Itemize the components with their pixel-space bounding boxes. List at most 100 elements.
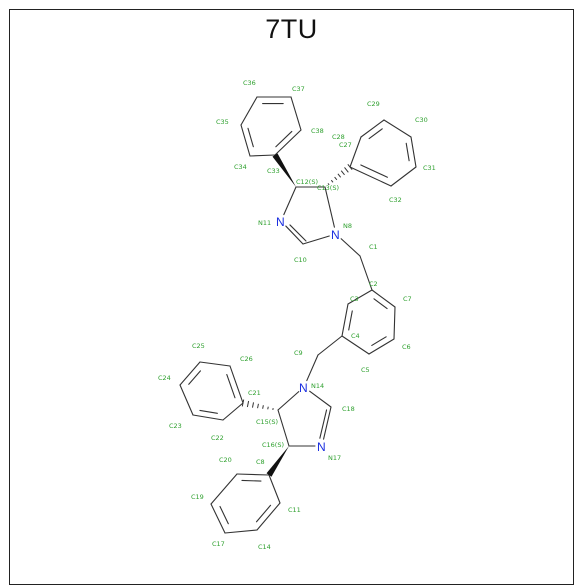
- phenyl-right-bond: [349, 136, 362, 168]
- central-benzene-bond: [393, 306, 396, 340]
- atom-label-c35: C35: [216, 118, 229, 126]
- central-benzene-double-bond: [348, 310, 353, 331]
- central-benzene-bond: [347, 289, 373, 305]
- atom-label-c17: C17: [212, 540, 225, 548]
- atom-label-c11: C11: [288, 506, 301, 514]
- atom-label-c29: C29: [367, 100, 380, 108]
- atom-label-c37: C37: [292, 85, 305, 93]
- linker-bond: [359, 255, 373, 291]
- bonds: [179, 96, 417, 534]
- ring-bond: [309, 390, 332, 408]
- stereo-bonds: [241, 153, 353, 477]
- atom-label-c27: C27: [339, 141, 352, 149]
- central-benzene-bond: [341, 303, 349, 337]
- nitrogen-n8: N: [331, 228, 340, 242]
- atom-label-c36: C36: [243, 79, 256, 87]
- phenyl-bottom-bond: [268, 474, 281, 504]
- phenyl-bottom-bond: [236, 473, 270, 476]
- atom-label-c6: C6: [402, 343, 411, 351]
- phenyl-right-double-bond: [405, 142, 410, 162]
- hashed-bond: [347, 163, 353, 171]
- atom-label-c22: C22: [211, 434, 224, 442]
- phenyl-left-bond: [179, 361, 201, 386]
- ring-bond: [324, 186, 335, 228]
- central-benzene-bond: [371, 289, 396, 308]
- atom-label-c34: C34: [234, 163, 247, 171]
- hashed-bond: [257, 403, 259, 409]
- phenyl-left-bond: [179, 384, 194, 416]
- phenyl-bottom-bond: [210, 473, 238, 505]
- phenyl-left-bond: [229, 365, 244, 404]
- atom-label-c8: C8: [256, 458, 265, 466]
- phenyl-bottom-double-bond: [255, 504, 272, 523]
- central-benzene-bond: [341, 335, 370, 355]
- phenyl-top-bond: [240, 96, 258, 126]
- atom-label-c13: C13(S): [317, 184, 339, 192]
- phenyl-top-bond: [240, 124, 251, 157]
- atom-label-c26: C26: [240, 355, 253, 363]
- phenyl-left-double-bond: [226, 374, 236, 399]
- phenyl-right-bond: [410, 136, 417, 168]
- atom-label-c32: C32: [389, 196, 402, 204]
- phenyl-bottom-double-bond: [241, 479, 262, 482]
- hashed-bond: [344, 167, 349, 173]
- atom-label-c4: C4: [351, 332, 360, 340]
- hashed-bond: [327, 183, 330, 186]
- atom-label-c9: C9: [294, 349, 303, 357]
- atom-label-c20: C20: [219, 456, 232, 464]
- phenyl-right-bond: [360, 119, 385, 138]
- atom-label-c24: C24: [158, 374, 171, 382]
- atom-label-c1: C1: [369, 243, 378, 251]
- atom-label-c18: C18: [342, 405, 355, 413]
- phenyl-bottom-bond: [224, 529, 258, 534]
- phenyl-right-double-bond: [368, 128, 383, 140]
- hashed-bond: [246, 400, 250, 408]
- phenyl-right-bond: [383, 119, 412, 138]
- phenyl-right-bond: [349, 166, 392, 187]
- phenyl-bottom-double-bond: [219, 505, 229, 525]
- atom-label-n17: N17: [328, 454, 341, 462]
- nitrogen-n14: N: [299, 381, 308, 395]
- diagram-frame: [9, 9, 574, 585]
- atom-label-n8: N8: [343, 222, 352, 230]
- phenyl-left-bond: [222, 402, 244, 421]
- atom-label-c14: C14: [258, 543, 271, 551]
- hashed-bond: [267, 406, 269, 410]
- atom-label-c23: C23: [169, 422, 182, 430]
- phenyl-top-bond: [274, 129, 302, 156]
- molecule-title: 7TU: [265, 14, 318, 44]
- hashed-bond: [330, 179, 334, 183]
- hashed-bond: [337, 173, 342, 178]
- atom-label-c3: C3: [350, 295, 359, 303]
- atom-label-c31: C31: [423, 164, 436, 172]
- nitrogen-n11: N: [276, 215, 285, 229]
- atom-label-n11: N11: [258, 219, 271, 227]
- atom-label-c7: C7: [403, 295, 412, 303]
- phenyl-right-double-bond: [360, 164, 388, 178]
- central-benzene-double-bond: [371, 336, 387, 346]
- phenyl-bottom-bond: [210, 503, 226, 534]
- atom-label-c33: C33: [267, 167, 280, 175]
- atom-label-c16: C16(S): [262, 441, 284, 449]
- wedge-bond: [266, 446, 289, 477]
- atom-label-c15: C15(S): [256, 418, 278, 426]
- atom-label-c30: C30: [415, 116, 428, 124]
- central-benzene-double-bond: [373, 298, 388, 310]
- hashed-bond: [241, 399, 245, 407]
- phenyl-right-bond: [390, 166, 417, 187]
- phenyl-left-bond: [192, 414, 224, 421]
- phenyl-left-double-bond: [188, 370, 202, 385]
- phenyl-top-double-bond: [275, 130, 293, 148]
- atom-label-c10: C10: [294, 256, 307, 264]
- hashed-bond: [340, 170, 345, 176]
- hashed-bond: [262, 405, 264, 409]
- atom-label-c21: C21: [248, 389, 261, 397]
- ring-bond: [302, 235, 330, 245]
- central-benzene-bond: [368, 338, 395, 355]
- wedge-bond: [272, 153, 296, 187]
- phenyl-top-double-bond: [247, 127, 254, 148]
- phenyl-top-bond: [249, 154, 276, 157]
- ring-bond: [285, 225, 304, 245]
